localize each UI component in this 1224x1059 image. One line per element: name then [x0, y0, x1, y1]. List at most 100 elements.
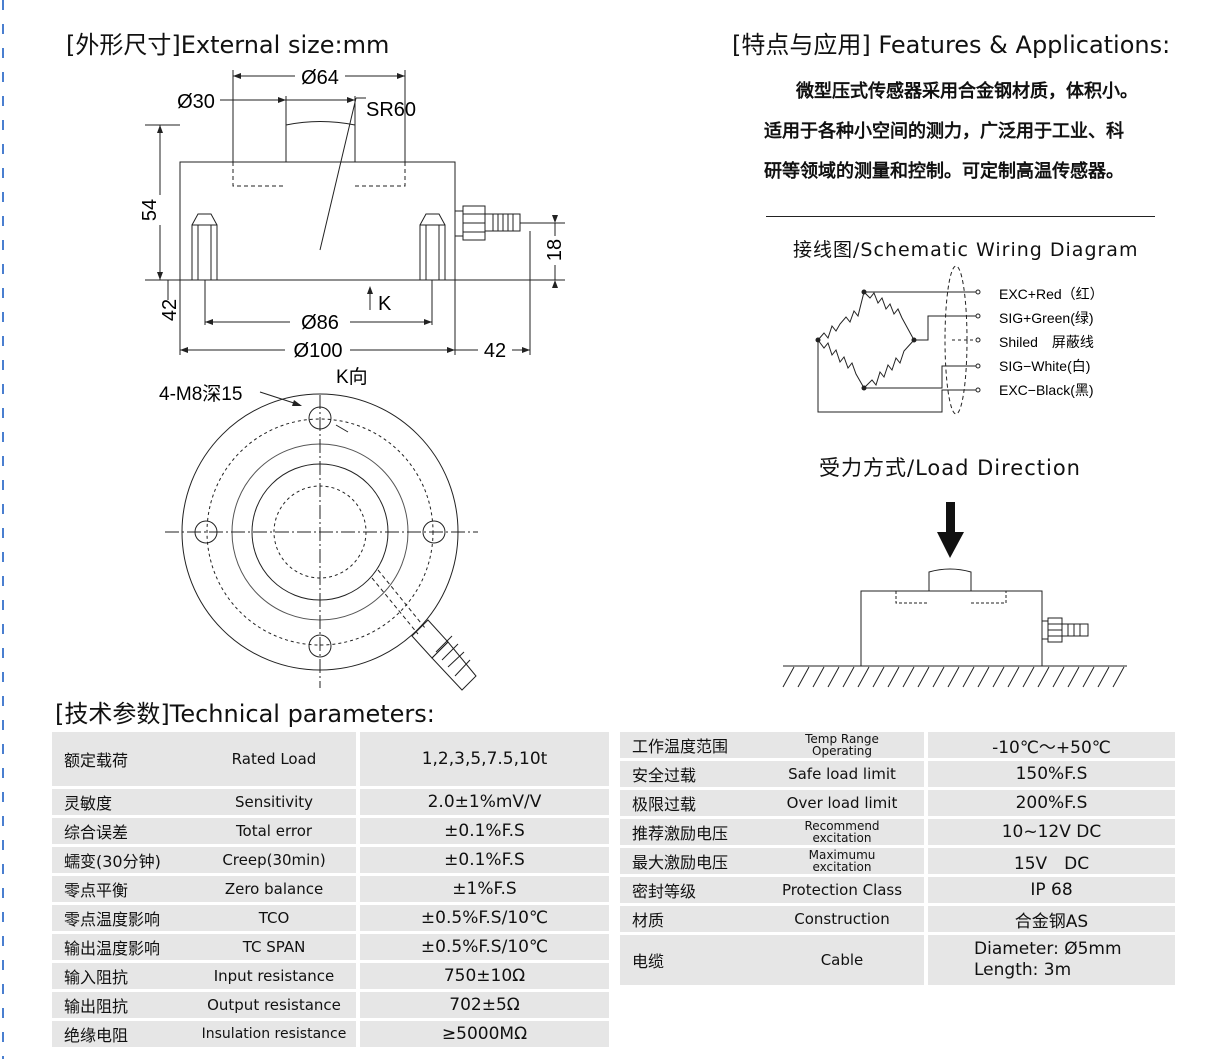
param-cn: 综合误差 [52, 818, 192, 844]
param-cn: 输出阻抗 [52, 992, 192, 1018]
load-title: 受力方式/Load Direction [819, 456, 1081, 480]
dim-h42: 42 [159, 299, 181, 321]
param-cn: 输出温度影响 [52, 934, 192, 960]
load-arrow-shaft [946, 502, 955, 532]
dim-d86: Ø86 [301, 312, 339, 334]
wire-label-2: SIG+Green(绿) [999, 310, 1094, 326]
param-cn: 工作温度范围 [620, 732, 760, 758]
param-en: Sensitivity [192, 789, 356, 815]
features-line-3: 研等领域的测量和控制。可定制高温传感器。 [764, 161, 1124, 182]
param-cn: 蠕变(30分钟) [52, 847, 192, 873]
param-value: IP 68 [928, 877, 1175, 903]
tech-title-en: Technical parameters: [169, 700, 435, 728]
param-en: Insulation resistance [192, 1021, 356, 1047]
param-value: ±0.5%F.S/10℃ [360, 905, 609, 931]
cable-length: Length: 3m [974, 960, 1072, 980]
dim-d64: Ø64 [301, 67, 339, 89]
param-en: Rated Load [192, 732, 356, 786]
param-cn: 绝缘电阻 [52, 1021, 192, 1047]
param-en: TCO [192, 905, 356, 931]
param-cn: 密封等级 [620, 877, 760, 903]
param-en: Creep(30min) [192, 847, 356, 873]
param-cn: 推荐激励电压 [620, 819, 760, 845]
wire-label-1: EXC+Red（红） [999, 286, 1104, 302]
param-en: Construction [760, 906, 924, 932]
load-direction-diagram [782, 502, 1127, 688]
wiring-diagram: EXC+Red（红） SIG+Green(绿) Shiled 屏蔽线 SIG−W… [815, 265, 1104, 415]
param-cn: 额定载荷 [52, 732, 192, 786]
dim-h18: 18 [544, 239, 566, 261]
param-value: ±0.1%F.S [360, 847, 609, 873]
ground-hatch [782, 666, 1125, 688]
wire-label-5: EXC−Black(黑) [999, 382, 1094, 398]
external-size-title-en: External size [180, 31, 335, 59]
param-value: 10~12V DC [928, 819, 1175, 845]
param-cn: 极限过载 [620, 790, 760, 816]
param-en: Temp Range Operating [760, 732, 924, 758]
wire-label-3: Shiled 屏蔽线 [999, 334, 1094, 350]
param-en: Over load limit [760, 790, 924, 816]
dim-h54: 54 [139, 199, 161, 221]
top-view-drawing: K向 4-M8深15 [159, 366, 478, 691]
param-value: 15V DC [928, 848, 1175, 874]
features-line-2: 适用于各种小空间的测力，广泛用于工业、科 [764, 121, 1124, 142]
param-en: Output resistance [192, 992, 356, 1018]
param-cn: 安全过载 [620, 761, 760, 787]
param-value: 702±5Ω [360, 992, 609, 1018]
param-en: Recommend excitation [760, 819, 924, 845]
page-edge-marker [2, 0, 4, 1059]
param-value: 2.0±1%mV/V [360, 789, 609, 815]
wiring-title: 接线图/Schematic Wiring Diagram [793, 239, 1139, 261]
dim-w42: 42 [484, 340, 506, 362]
param-value: ±0.1%F.S [360, 818, 609, 844]
param-en: Safe load limit [760, 761, 924, 787]
param-value: 150%F.S [928, 761, 1175, 787]
param-cn: 电缆 [620, 935, 760, 985]
table-row: 蠕变(30分钟)Creep(30min)±0.1%F.S [52, 847, 609, 873]
param-value: -10℃～+50℃ [928, 732, 1175, 758]
external-size-unit: :mm [334, 31, 390, 59]
param-cn: 输入阻抗 [52, 963, 192, 989]
param-cn: 零点平衡 [52, 876, 192, 902]
param-en: Cable [760, 935, 924, 985]
param-cn: 灵敏度 [52, 789, 192, 815]
tech-title: [技术参数]Technical parameters: [55, 694, 435, 729]
dim-sr60: SR60 [366, 99, 416, 121]
param-cn: 零点温度影响 [52, 905, 192, 931]
dim-d30: Ø30 [177, 91, 215, 113]
features-divider [766, 216, 1155, 217]
param-value: ±0.5%F.S/10℃ [360, 934, 609, 960]
param-en: Total error [192, 818, 356, 844]
k-direction-label: K向 [336, 366, 368, 388]
features-text: 微型压式传感器采用合金钢材质，体积小。 适用于各种小空间的测力，广泛用于工业、科… [764, 72, 1184, 192]
param-value: 750±10Ω [360, 963, 609, 989]
external-size-title: [外形尺寸]External size:mm [66, 25, 389, 60]
param-value: 合金钢AS [928, 906, 1175, 932]
param-en: Input resistance [192, 963, 356, 989]
param-value: 200%F.S [928, 790, 1175, 816]
dim-d100: Ø100 [294, 340, 343, 362]
holes-label: 4-M8深15 [159, 383, 242, 405]
param-value: ≥5000MΩ [360, 1021, 609, 1047]
cable-diameter: Diameter: Ø5mm [974, 939, 1122, 959]
param-en: Maximumu excitation [760, 848, 924, 874]
